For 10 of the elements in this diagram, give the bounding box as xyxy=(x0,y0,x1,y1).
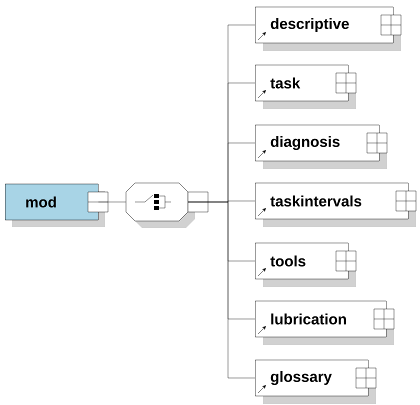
element-box: taskintervals xyxy=(255,182,416,227)
element-box: lubrication xyxy=(255,300,394,345)
element-box: tools xyxy=(255,242,356,287)
element-box: task xyxy=(255,64,356,109)
element-box: descriptive xyxy=(255,6,402,51)
element-box: diagnosis xyxy=(255,124,388,169)
element-box: mod xyxy=(5,184,108,227)
element-box: glossary xyxy=(255,360,376,404)
sequence-compositor xyxy=(126,182,208,228)
connector-line xyxy=(188,202,256,378)
